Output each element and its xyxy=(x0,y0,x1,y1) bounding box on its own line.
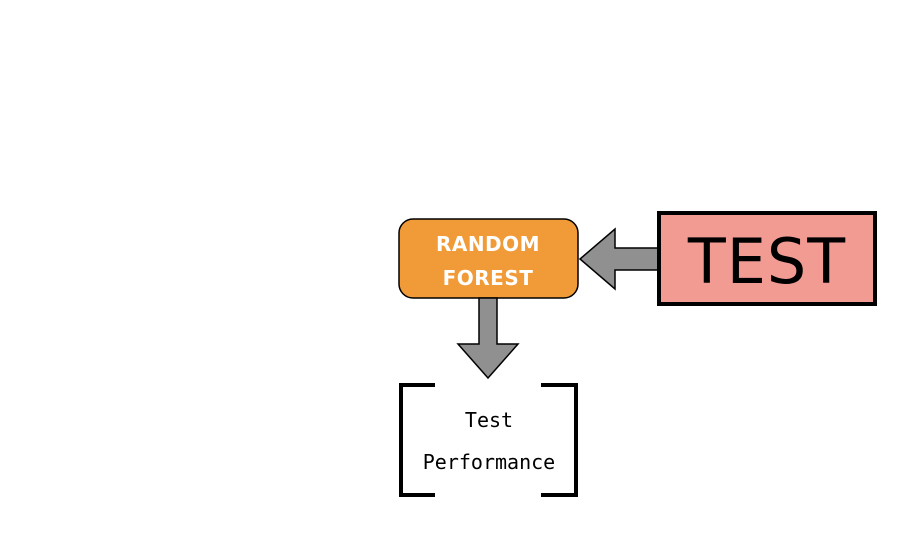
test-performance-label-line1: Test xyxy=(465,408,513,432)
test-performance-node: Test Performance xyxy=(399,383,578,497)
right-bracket xyxy=(541,383,578,497)
random-forest-label-line2: FOREST xyxy=(443,266,534,290)
test-to-model-arrow xyxy=(578,227,659,291)
left-bracket xyxy=(399,383,435,497)
test-performance-label-line2: Performance xyxy=(423,450,555,474)
random-forest-label-line1: RANDOM xyxy=(436,232,540,256)
test-data-label: TEST xyxy=(687,225,846,298)
test-data-box xyxy=(657,211,877,306)
test-data-node: TEST xyxy=(657,211,877,306)
model-to-performance-arrow xyxy=(456,297,520,380)
random-forest-node: RANDOM FOREST xyxy=(398,218,579,299)
